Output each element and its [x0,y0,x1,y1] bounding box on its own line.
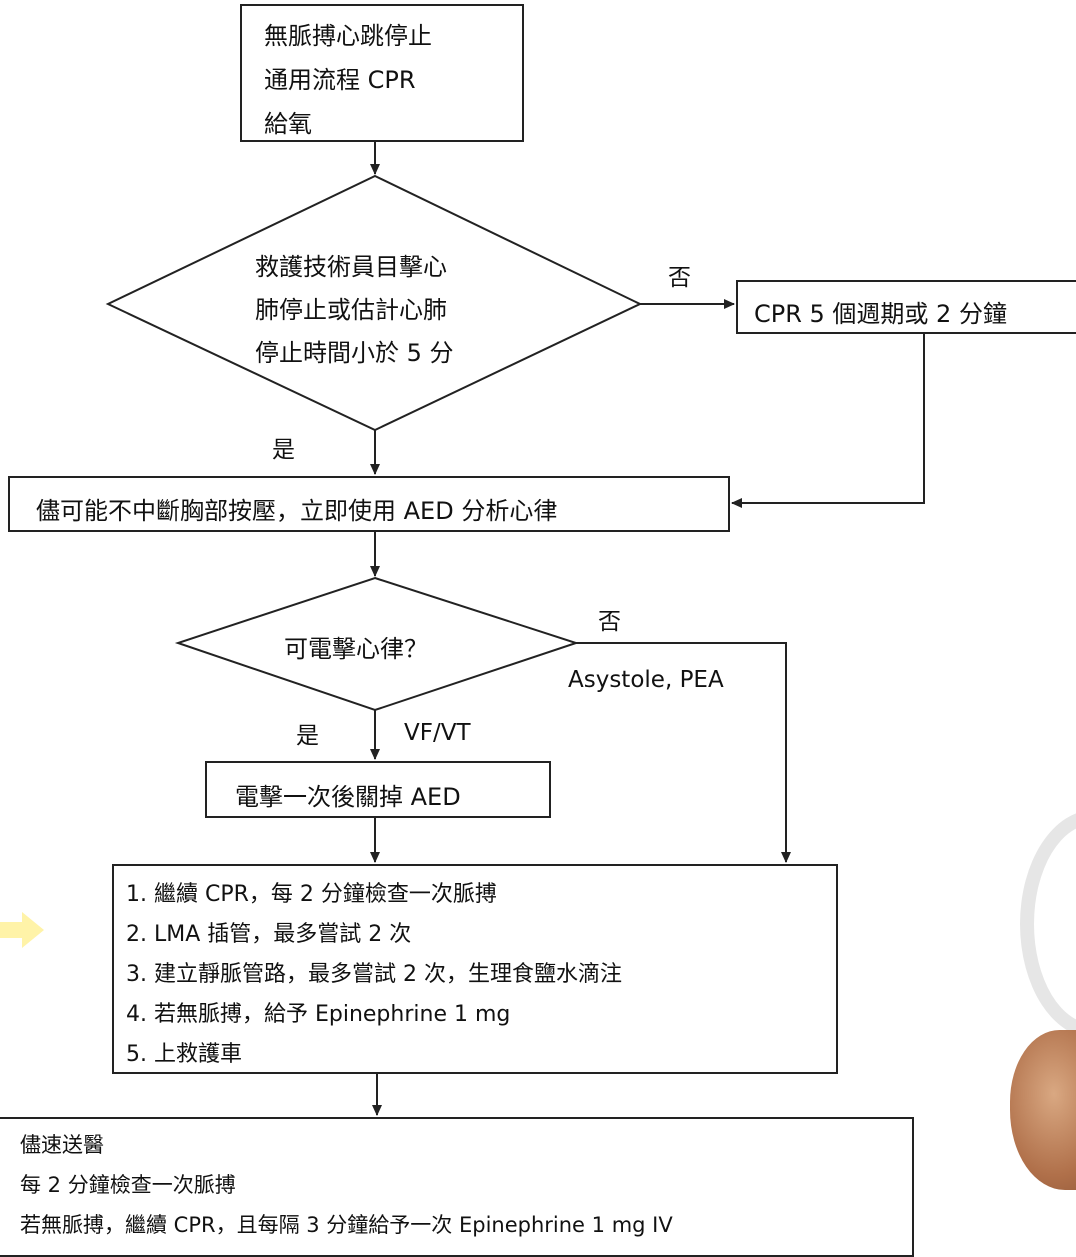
cpr-cycles-box: CPR 5 個週期或 2 分鐘 [736,280,1076,334]
steps-item-3: 3. 建立靜脈管路，最多嘗試 2 次，生理食鹽水滴注 [126,962,622,987]
final-item-2: 每 2 分鐘檢查一次脈搏 [20,1173,236,1197]
decorative-arrow-icon [0,912,44,948]
decorative-ring-shape [1020,810,1076,1038]
steps-item-2: 2. LMA 插管，最多嘗試 2 次 [126,922,412,947]
start-line-1: 無脈搏心跳停止 [264,22,432,50]
decision2-no-label: 否 [598,609,621,635]
steps-item-1: 1. 繼續 CPR，每 2 分鐘檢查一次脈搏 [126,882,497,907]
decision2-text: 可電擊心律？ [284,635,428,663]
decision2-no-sub: Asystole, PEA [568,667,724,693]
decision1-line-3: 停止時間小於 5 分 [255,339,454,367]
decision1-line-1: 救護技術員目擊心 [255,253,447,281]
decorative-hand-shape [1010,1030,1076,1190]
steps-item-4: 4. 若無脈搏，給予 Epinephrine 1 mg [126,1002,511,1027]
decision1-no-label: 否 [668,265,691,291]
decorative-image [990,790,1076,1210]
final-item-1: 儘速送醫 [20,1133,104,1157]
decision1-yes-label: 是 [272,437,295,463]
shock-text: 電擊一次後關掉 AED [235,783,461,811]
aed-analysis-text: 儘可能不中斷胸部按壓，立即使用 AED 分析心律 [36,497,558,525]
steps-item-5: 5. 上救護車 [126,1042,242,1067]
decision1-line-2: 肺停止或估計心肺 [255,296,447,324]
start-line-3: 給氧 [264,110,312,138]
start-box: 無脈搏心跳停止 通用流程 CPR 給氧 [240,4,524,142]
aed-analysis-box: 儘可能不中斷胸部按壓，立即使用 AED 分析心律 [8,476,730,532]
final-box: 儘速送醫 每 2 分鐘檢查一次脈搏 若無脈搏，繼續 CPR，且每隔 3 分鐘給予… [0,1117,914,1257]
steps-box: 1. 繼續 CPR，每 2 分鐘檢查一次脈搏 2. LMA 插管，最多嘗試 2 … [112,864,838,1074]
shock-box: 電擊一次後關掉 AED [205,761,551,818]
decision2-yes-label: 是 [296,723,319,749]
final-item-3: 若無脈搏，繼續 CPR，且每隔 3 分鐘給予一次 Epinephrine 1 m… [20,1213,673,1237]
cpr-cycles-text: CPR 5 個週期或 2 分鐘 [754,300,1007,328]
start-line-2: 通用流程 CPR [264,66,416,94]
decision2-yes-sub: VF/VT [404,720,471,746]
